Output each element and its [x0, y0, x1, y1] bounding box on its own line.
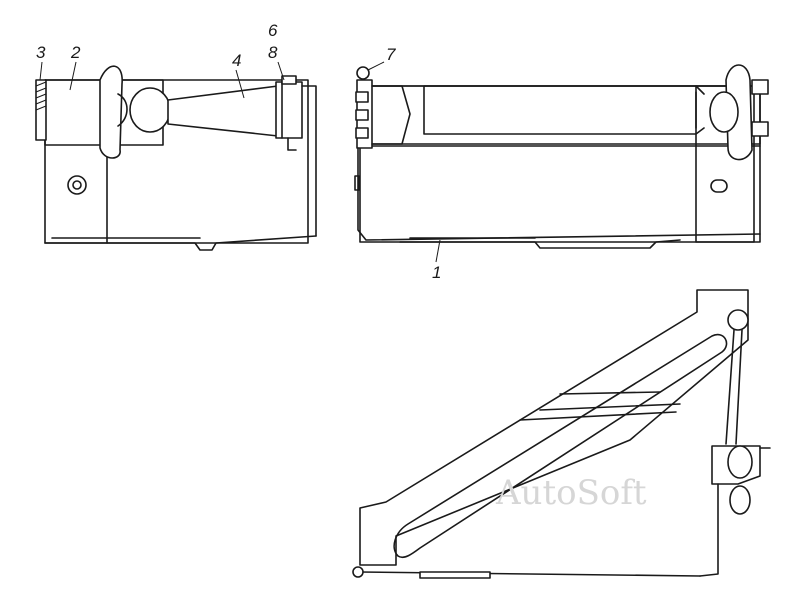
side-view-left [35, 65, 317, 251]
box-body-right [359, 85, 761, 243]
callout-7: 7 [386, 45, 396, 64]
buckle [275, 81, 303, 139]
handle-knob [129, 87, 171, 133]
pivot-top [727, 309, 749, 331]
diagonal-arm [359, 289, 749, 566]
t-handle [99, 65, 123, 159]
arm-slot [393, 333, 728, 559]
t-handle-right [725, 64, 753, 161]
wire-hook [357, 147, 761, 241]
base-rail-bracket [359, 571, 701, 577]
pin-7 [356, 66, 370, 80]
callout-2: 2 [70, 43, 81, 62]
callout-8: 8 [268, 43, 278, 62]
base-rail [44, 235, 317, 251]
side-view-right [354, 64, 769, 249]
callout-3: 3 [36, 43, 46, 62]
callout-6: 6 [268, 21, 278, 40]
bracket-view [352, 289, 771, 579]
watermark: AutoSoft [495, 473, 647, 513]
tension-strap [167, 85, 279, 137]
mount-hole [67, 175, 87, 195]
slot-hole [710, 179, 728, 193]
callout-4: 4 [232, 51, 241, 70]
callouts: 3 2 4 6 8 7 1 [36, 21, 441, 282]
callout-1: 1 [432, 263, 441, 282]
